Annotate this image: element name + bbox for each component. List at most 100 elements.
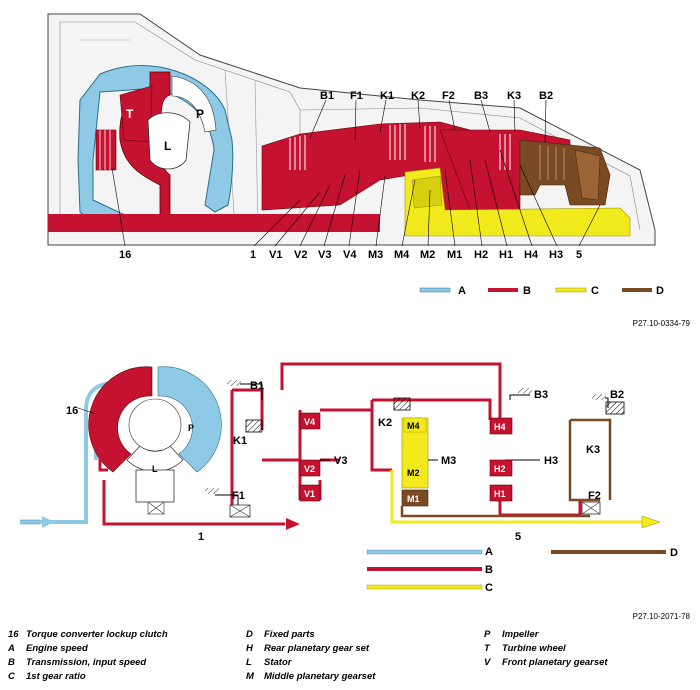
label-m2: M2 — [420, 249, 435, 261]
schematic-legend: A B C D — [366, 546, 678, 594]
sch-label-l: L — [152, 464, 158, 474]
label-h1: H1 — [499, 249, 513, 261]
brake-b2 — [592, 394, 625, 415]
label-1: 1 — [250, 249, 256, 261]
legend-label-c: C — [591, 285, 599, 297]
sch-label-k2: K2 — [378, 417, 392, 429]
sch-label-h2: H2 — [494, 464, 506, 474]
legend-swatch-a — [419, 287, 451, 293]
clutch-k2 — [393, 397, 411, 411]
output-yellow — [404, 167, 631, 237]
sch-legend-label-a: A — [485, 546, 493, 558]
front-planetary-v — [299, 412, 330, 502]
label-v1: V1 — [269, 249, 282, 261]
sch-label-m3: M3 — [441, 455, 456, 467]
lockup-clutch-16 — [95, 129, 117, 171]
label-h3: H3 — [549, 249, 563, 261]
schematic: B1 B3 B2 K1 K2 K3 F1 F2 V4 V3 V2 V1 M4 M… — [20, 362, 691, 621]
label-l: L — [164, 139, 171, 153]
label-v2: V2 — [294, 249, 307, 261]
legend-swatch-c — [555, 287, 587, 293]
stator-support — [135, 469, 175, 503]
sch-label-k1: K1 — [233, 435, 247, 447]
sch-label-t: T — [118, 423, 124, 433]
sch-label-k3: K3 — [586, 444, 600, 456]
reference-top: P27.10-0334-79 — [633, 319, 691, 328]
sch-label-f2: F2 — [588, 490, 601, 502]
sch-label-h4: H4 — [494, 422, 506, 432]
sch-legend-label-b: B — [485, 564, 493, 576]
input-shaft-red — [48, 214, 380, 232]
reference-schematic: P27.10-2071-78 — [633, 612, 691, 621]
legend-label-b: B — [523, 285, 531, 297]
freewheel-f1 — [205, 488, 251, 518]
sch-label-h1: H1 — [494, 489, 506, 499]
sch-legend-swatch-c — [366, 584, 483, 590]
sch-label-b1: B1 — [250, 380, 264, 392]
sch-label-v2: V2 — [304, 464, 315, 474]
label-k3: K3 — [507, 90, 521, 102]
sch-legend-label-c: C — [485, 582, 493, 594]
sch-label-5: 5 — [515, 531, 521, 543]
label-t: T — [126, 107, 134, 121]
legend-label-a: A — [458, 285, 466, 297]
label-m1: M1 — [447, 249, 462, 261]
label-p: P — [196, 107, 204, 121]
sch-label-b2: B2 — [610, 389, 624, 401]
legend-swatch-d — [622, 288, 652, 292]
label-v4: V4 — [343, 249, 357, 261]
label-16: 16 — [119, 249, 131, 261]
label-k1: K1 — [380, 90, 394, 102]
sch-label-m2: M2 — [407, 468, 420, 478]
input-arrow — [42, 516, 54, 528]
torque-converter-schematic — [88, 366, 222, 515]
brake-b1 — [227, 380, 263, 433]
stator-shape — [147, 112, 191, 170]
turbine-segment — [88, 366, 153, 473]
top-legend: A B C D — [419, 285, 664, 297]
sch-legend-swatch-b — [367, 567, 482, 571]
label-h2: H2 — [474, 249, 488, 261]
label-b3: B3 — [474, 90, 488, 102]
sch-label-m1: M1 — [407, 494, 420, 504]
label-f2: F2 — [442, 90, 455, 102]
sch-label-h3: H3 — [544, 455, 558, 467]
sch-legend-label-d: D — [670, 547, 678, 559]
sch-legend-swatch-a — [366, 549, 483, 555]
sch-legend-swatch-d — [551, 550, 666, 554]
sch-label-v1: V1 — [304, 489, 315, 499]
rear-planetary-h — [489, 417, 513, 502]
label-b1: B1 — [320, 90, 334, 102]
sch-label-16: 16 — [66, 405, 78, 417]
label-m3: M3 — [368, 249, 383, 261]
freewheel-f2 — [581, 501, 601, 515]
label-h4: H4 — [524, 249, 539, 261]
label-k2: K2 — [411, 90, 425, 102]
label-f1: F1 — [350, 90, 363, 102]
output-arrow — [641, 515, 661, 529]
label-b2: B2 — [539, 90, 553, 102]
label-m4: M4 — [394, 249, 410, 261]
label-5: 5 — [576, 249, 582, 261]
sch-label-f1: F1 — [232, 490, 245, 502]
sch-label-p: P — [188, 423, 194, 433]
impeller-segment — [157, 366, 222, 473]
cross-section: B1 F1 K1 K2 F2 B3 K3 B2 T P L 16 1 V1 V2… — [47, 13, 691, 328]
middle-planetary-m — [401, 417, 438, 507]
label-v3: V3 — [318, 249, 331, 261]
sch-label-v3: V3 — [334, 455, 347, 467]
legend-label-d: D — [656, 285, 664, 297]
sch-label-m4: M4 — [407, 421, 420, 431]
sch-label-1: 1 — [198, 531, 204, 543]
